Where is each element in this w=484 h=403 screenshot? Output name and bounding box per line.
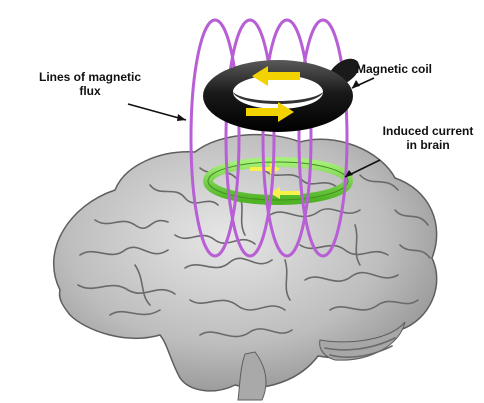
induced-label-line2: in brain xyxy=(363,138,484,152)
brain xyxy=(54,135,437,400)
induced-label-line1: Induced current xyxy=(363,124,484,138)
flux-label: Lines of magnetic flux xyxy=(26,70,154,98)
magnetic-coil xyxy=(203,59,359,132)
induced-current-label: Induced current in brain xyxy=(363,124,484,152)
brain-outline xyxy=(54,135,437,391)
flux-pointer xyxy=(128,104,186,120)
flux-label-line2: flux xyxy=(26,84,154,98)
coil-label: Magnetic coil xyxy=(356,62,432,76)
flux-label-line1: Lines of magnetic xyxy=(26,70,154,84)
